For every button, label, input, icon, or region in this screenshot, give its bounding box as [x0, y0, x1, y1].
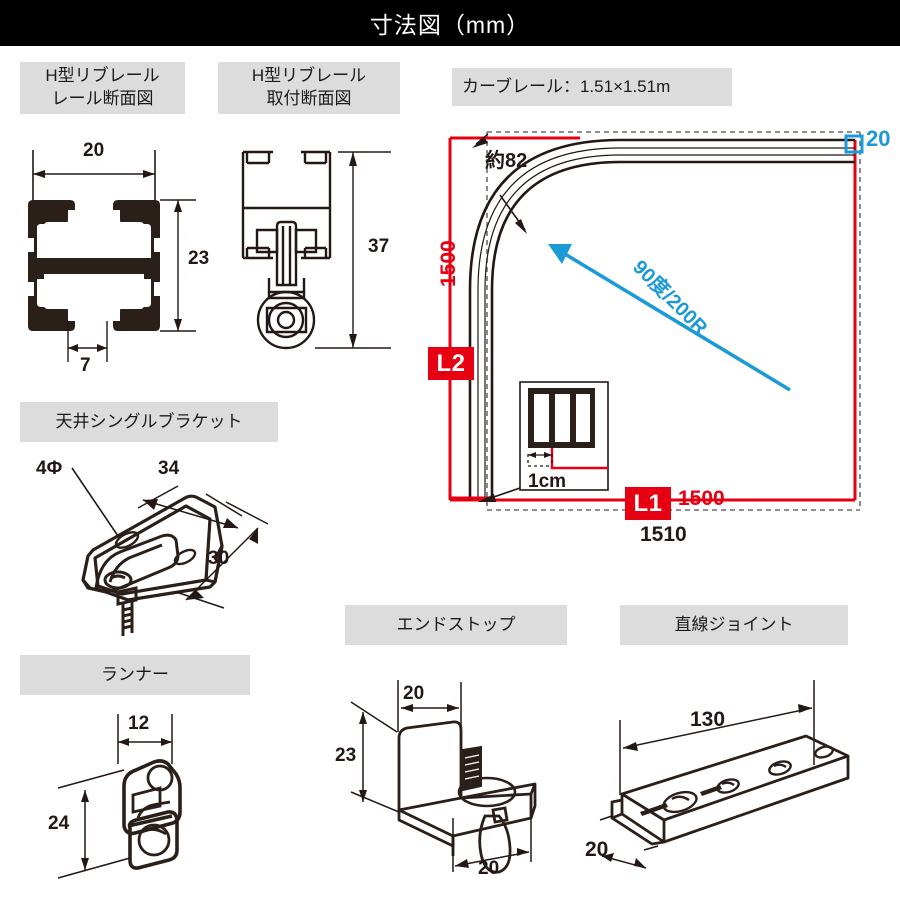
- end-stop-dim-top-width: 20: [403, 683, 425, 704]
- end-stop-dim-height: 23: [335, 745, 357, 766]
- caption-rail-section: H型リブレール レール断面図: [20, 62, 185, 114]
- joint-dim-length: 130: [690, 708, 726, 731]
- joint-dim-width: 20: [585, 838, 609, 861]
- end-stop-dim-depth: 20: [478, 858, 500, 879]
- page-title: 寸法図（mm）: [369, 12, 531, 38]
- caption-curve-rail: カーブレール：1.51×1.51m: [452, 68, 732, 106]
- rail-dim-gap: 7: [80, 355, 91, 376]
- caption-runner: ランナー: [20, 655, 250, 695]
- bracket-dim-width: 30: [208, 548, 230, 569]
- badge-l1: L1: [625, 487, 671, 520]
- caption-end-stop: エンドストップ: [345, 605, 567, 645]
- rail-mount-dim-height: 37: [368, 236, 390, 257]
- bracket-dim-length: 34: [158, 458, 180, 479]
- curve-horizontal-dim: 1500: [678, 487, 725, 510]
- caption-ceiling-bracket: 天井シングルブラケット: [20, 402, 278, 442]
- caption-rail-mount-section: H型リブレール 取付断面図: [218, 62, 400, 114]
- title-bar: 寸法図（mm）: [0, 0, 900, 46]
- rail-dim-width: 20: [83, 140, 105, 161]
- caption-straight-joint: 直線ジョイント: [620, 605, 848, 645]
- runner-dim-height: 24: [48, 813, 70, 834]
- inset-detail-label: 1cm: [528, 471, 567, 492]
- curve-vertical-dim: 1500: [437, 240, 460, 287]
- curve-offset-label: 約82: [485, 150, 528, 172]
- runner-dim-width: 12: [128, 713, 150, 734]
- badge-l2: L2: [428, 347, 474, 380]
- rail-dim-height: 23: [188, 248, 210, 269]
- curve-end-width-label: 20: [866, 126, 891, 151]
- curve-outer-total-dim: 1510: [640, 523, 687, 546]
- bracket-hole-label: 4Φ: [36, 458, 63, 479]
